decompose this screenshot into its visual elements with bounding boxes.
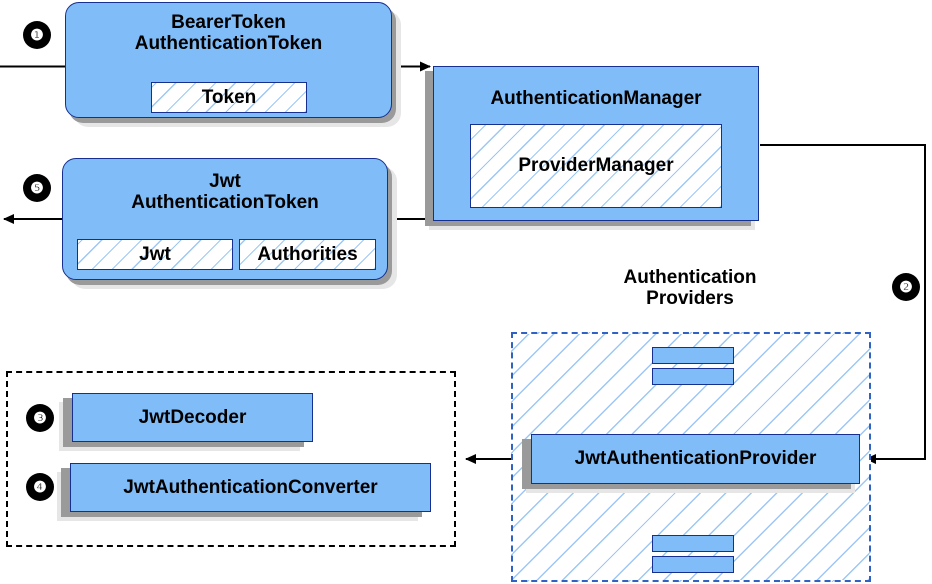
bearer-token-slot-token-label: Token (201, 86, 257, 108)
jwt-decoder-title: JwtDecoder (138, 406, 247, 428)
authentication-providers-label-line1: Authentication (623, 267, 757, 288)
jwt-authentication-token-node[interactable]: Jwt AuthenticationToken Jwt Authorities (62, 158, 388, 280)
bearer-token-slot-token[interactable]: Token (151, 82, 307, 113)
other-provider-bar-bottom-2 (652, 556, 734, 573)
badge-step-2-label: ❷ (899, 278, 913, 296)
provider-manager-label: ProviderManager (518, 155, 674, 176)
bearer-token-title-line2: AuthenticationToken (134, 33, 323, 55)
jwt-token-title: Jwt AuthenticationToken (131, 171, 319, 214)
bearer-token-authentication-token-node[interactable]: BearerToken AuthenticationToken Token (65, 2, 392, 118)
badge-step-5: ❺ (24, 175, 50, 201)
badge-step-5-label: ❺ (30, 179, 44, 197)
bearer-token-title-line1: BearerToken (171, 12, 286, 33)
jwt-authentication-converter-node[interactable]: JwtAuthenticationConverter (70, 463, 431, 512)
jwt-authentication-provider-node[interactable]: JwtAuthenticationProvider (531, 434, 860, 484)
authentication-providers-label-line2: Providers (646, 287, 734, 309)
badge-step-1: ❶ (24, 22, 50, 48)
authentication-manager-node[interactable]: AuthenticationManager ProviderManager (433, 66, 759, 221)
authentication-providers-label: Authentication Providers (600, 267, 780, 310)
jwt-token-slot-jwt-label: Jwt (139, 243, 171, 265)
jwt-decoder-node[interactable]: JwtDecoder (72, 393, 313, 442)
jwt-token-title-line2: AuthenticationToken (131, 192, 319, 214)
other-provider-bar-bottom-1 (652, 535, 734, 552)
jwt-token-slot-authorities[interactable]: Authorities (239, 239, 376, 270)
authentication-manager-title: AuthenticationManager (490, 88, 702, 109)
badge-step-4-label: ❹ (33, 478, 47, 496)
badge-step-4: ❹ (27, 474, 53, 500)
badge-step-1-label: ❶ (30, 26, 44, 44)
bearer-token-title: BearerToken AuthenticationToken (135, 12, 323, 55)
jwt-authentication-converter-title: JwtAuthenticationConverter (123, 476, 378, 498)
jwt-components-group (6, 371, 456, 547)
jwt-token-slot-jwt[interactable]: Jwt (77, 239, 233, 270)
authentication-manager-slot-provider-manager[interactable]: ProviderManager (470, 124, 722, 208)
other-provider-bar-top-1 (652, 347, 734, 364)
jwt-token-title-line1: Jwt (209, 171, 241, 192)
jwt-authentication-provider-title: JwtAuthenticationProvider (574, 448, 817, 470)
other-provider-bar-top-2 (652, 368, 734, 385)
badge-step-2: ❷ (893, 274, 919, 300)
badge-step-3: ❸ (27, 405, 53, 431)
badge-step-3-label: ❸ (33, 409, 47, 427)
jwt-token-slot-authorities-label: Authorities (257, 243, 358, 265)
